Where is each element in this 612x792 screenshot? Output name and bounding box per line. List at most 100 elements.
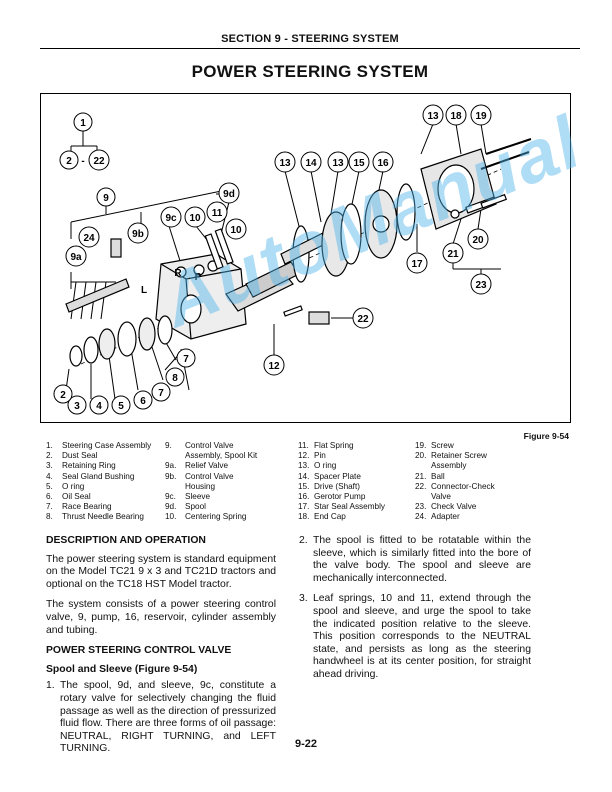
- legend-item-label: Check Valve: [431, 502, 477, 512]
- callout-3: 3: [67, 395, 87, 415]
- legend-item-number: 23.: [415, 502, 427, 512]
- callout-13c: 13: [422, 104, 444, 126]
- legend-item-number: 5.: [46, 481, 53, 491]
- legend-item-label: O ring: [314, 461, 337, 471]
- list-item-number: 3.: [299, 593, 308, 605]
- callout-2-22: 2 - 22: [59, 149, 110, 171]
- legend-item-label: Assembly, Spool Kit: [185, 451, 258, 461]
- svg-text:13: 13: [427, 111, 439, 122]
- legend-item: 24.Adapter: [415, 512, 495, 522]
- legend-item-label: End Cap: [314, 512, 346, 522]
- svg-text:9d: 9d: [223, 189, 235, 200]
- list-item-text: The spool, 9d, and sleeve, 9c, constitut…: [60, 680, 276, 755]
- legend-item: 9c.Sleeve: [165, 492, 257, 502]
- legend-item: Housing: [165, 482, 257, 492]
- legend-item-number: 9b.: [165, 471, 177, 481]
- svg-text:6: 6: [140, 396, 146, 407]
- svg-text:7: 7: [158, 388, 164, 399]
- svg-text:20: 20: [472, 235, 484, 246]
- callout-13a: 13: [274, 151, 296, 173]
- svg-text:22: 22: [357, 314, 369, 325]
- svg-text:15: 15: [353, 158, 365, 169]
- svg-text:24: 24: [83, 233, 95, 244]
- svg-text:11: 11: [212, 208, 223, 219]
- svg-text:9c: 9c: [165, 213, 177, 224]
- callout-9: 9: [96, 187, 116, 207]
- svg-text:9a: 9a: [70, 252, 82, 263]
- callout-11: 11: [206, 201, 228, 223]
- legend-item-label: Steering Case Assembly: [62, 441, 152, 450]
- legend-item: 10.Centering Spring: [165, 512, 257, 522]
- svg-text:16: 16: [377, 158, 389, 169]
- svg-text:1: 1: [80, 118, 86, 129]
- exploded-diagram: 1 2 - 22 9 9d 9c 10 11 10 24 9b 9a R P L…: [53, 104, 532, 415]
- legend-item-label: Race Bearing: [62, 502, 112, 512]
- svg-text:8: 8: [172, 373, 178, 384]
- callout-9c: 9c: [160, 206, 182, 228]
- legend-item: 16.Gerotor Pump: [298, 492, 385, 502]
- svg-text:19: 19: [475, 111, 487, 122]
- svg-text:22: 22: [93, 156, 105, 167]
- legend-item-number: 12.: [298, 451, 310, 461]
- exploded-diagram-frame: 1 2 - 22 9 9d 9c 10 11 10 24 9b 9a R P L…: [40, 93, 571, 423]
- legend-item: 21.Ball: [415, 472, 495, 482]
- legend-item: Assembly, Spool Kit: [165, 451, 257, 461]
- legend-item-label: Connector-Check: [431, 481, 495, 491]
- legend-item: 23. Check Valve: [415, 502, 495, 512]
- callout-17: 17: [406, 252, 428, 274]
- legend-item-label: Dust Seal: [62, 451, 98, 461]
- legend-item: 4.Seal Gland Bushing: [46, 472, 151, 482]
- callout-4: 4: [89, 395, 109, 415]
- callout-2: 2: [53, 384, 73, 404]
- legend-item: 1.Steering Case Assembly: [46, 441, 151, 451]
- list-item: 1. The spool, 9d, and sleeve, 9c, consti…: [46, 680, 276, 756]
- list-item-number: 2.: [299, 535, 308, 546]
- legend-item: 15. Drive (Shaft): [298, 482, 385, 492]
- svg-text:2: 2: [60, 390, 66, 401]
- legend-item-label: Housing: [185, 481, 216, 491]
- legend-item-number: 14.: [298, 471, 310, 481]
- legend-item-label: Oil Seal: [62, 492, 91, 502]
- legend-item-label: Sleeve: [185, 492, 211, 502]
- legend-item-number: [415, 461, 431, 471]
- legend-item: 12. Pin: [298, 451, 385, 461]
- legend-item-label: Retainer Screw: [431, 451, 487, 461]
- legend-item: 2.Dust Seal: [46, 451, 151, 461]
- legend-item-label: Assembly: [431, 461, 467, 471]
- callout-5: 5: [111, 395, 131, 415]
- legend-item-number: 13.: [298, 461, 310, 471]
- paragraph-system: The system consists of a power steering …: [46, 599, 276, 636]
- legend-item-label: Spool: [185, 502, 206, 512]
- legend-item: 9a.Relief Valve: [165, 461, 257, 471]
- legend-item-number: 8.: [46, 512, 53, 522]
- legend-item-number: [165, 451, 185, 461]
- callout-6: 6: [133, 390, 153, 410]
- legend-item-number: 15.: [298, 481, 310, 491]
- legend-item-label: Seal Gland Bushing: [62, 471, 135, 481]
- legend-item-label: Pin: [314, 451, 326, 461]
- legend-item-label: Retaining Ring: [62, 461, 116, 471]
- list-item-text: The spool is fitted to be rotatable with…: [313, 535, 531, 584]
- legend-item-number: 9d.: [165, 502, 177, 512]
- header-rule: [40, 48, 580, 49]
- legend-item-label: Gerotor Pump: [314, 492, 366, 502]
- legend-item-number: 18.: [298, 512, 310, 522]
- legend-item: 19.Screw: [415, 441, 495, 451]
- legend-item-label: Drive (Shaft): [314, 481, 360, 491]
- callout-16: 16: [372, 151, 394, 173]
- svg-text:12: 12: [268, 361, 280, 372]
- callout-9d: 9d: [218, 182, 240, 204]
- legend-item-number: 22.: [415, 481, 427, 491]
- svg-text:2: 2: [66, 156, 72, 167]
- legend-item: 14.Spacer Plate: [298, 472, 385, 482]
- legend-item: 22. Connector-Check: [415, 482, 495, 492]
- callout-22: 22: [352, 307, 374, 329]
- legend-item-label: Valve: [431, 492, 451, 502]
- callout-24: 24: [78, 226, 100, 248]
- page-title: POWER STEERING SYSTEM: [191, 62, 429, 81]
- legend-item: 17.Star Seal Assembly: [298, 502, 385, 512]
- legend-item: 8.Thrust Needle Bearing: [46, 512, 151, 522]
- left-text-column: DESCRIPTION AND OPERATION The power stee…: [46, 535, 276, 764]
- callout-14: 14: [300, 151, 322, 173]
